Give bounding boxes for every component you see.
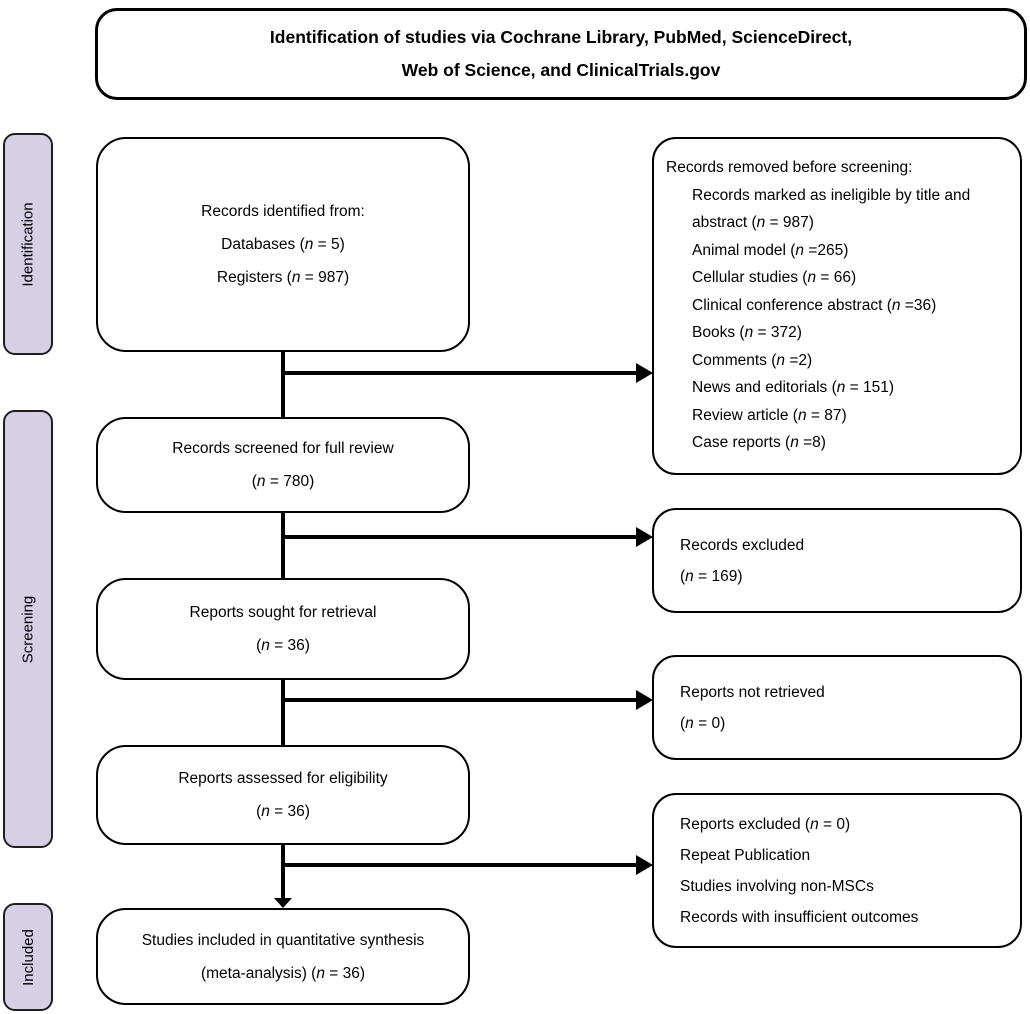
- box-line: Cellular studies (n = 66): [692, 269, 857, 286]
- box-line: Studies involving non-MSCs: [680, 877, 874, 895]
- box-line: Records identified from:: [201, 203, 365, 220]
- box-records-screened: Records screened for full review (n = 78…: [96, 417, 470, 513]
- box-line: (n = 0): [680, 714, 726, 732]
- arrow-right-icon: [636, 690, 653, 710]
- box-line: Review article (n = 87): [692, 406, 847, 424]
- box-line: Reports not retrieved: [680, 683, 825, 701]
- box-line: Clinical conference abstract (n =36): [692, 296, 937, 314]
- box-line: Records marked as ineligible by title an…: [692, 186, 971, 232]
- arrow-records-excluded: [283, 535, 636, 539]
- box-line: News and editorials (n = 151): [692, 379, 895, 396]
- arrow-records-removed: [283, 371, 636, 375]
- box-line: Reports assessed for eligibility: [178, 770, 388, 787]
- connector-line-4: [281, 843, 285, 901]
- box-reports-not-retrieved: Reports not retrieved (n = 0): [652, 655, 1022, 760]
- stage-label-screening: Screening: [19, 595, 37, 663]
- stage-label-included: Included: [19, 928, 37, 986]
- box-reports-assessed: Reports assessed for eligibility (n = 36…: [96, 745, 470, 845]
- connector-line-1: [281, 350, 285, 418]
- box-line: Case reports (n =8): [692, 434, 826, 451]
- box-line: Records removed before screening:: [666, 159, 913, 176]
- stage-bar-screening: Screening: [3, 410, 53, 848]
- box-records-excluded: Records excluded (n = 169): [652, 508, 1022, 613]
- arrow-right-icon: [636, 855, 653, 875]
- title-line-2: Web of Science, and ClinicalTrials.gov: [401, 60, 721, 80]
- stage-bar-identification: Identification: [3, 133, 53, 355]
- title-box: Identification of studies via Cochrane L…: [95, 8, 1027, 100]
- connector-line-3: [281, 678, 285, 746]
- box-line: Comments (n =2): [692, 351, 813, 369]
- box-reports-excluded: Reports excluded (n = 0) Repeat Publicat…: [652, 793, 1022, 948]
- box-line: Repeat Publication: [680, 846, 811, 864]
- box-line: Books (n = 372): [692, 324, 802, 341]
- box-records-removed: Records removed before screening: Record…: [652, 137, 1022, 475]
- box-studies-included: Studies included in quantitative synthes…: [96, 908, 470, 1005]
- box-records-identified: Records identified from: Databases (n = …: [96, 137, 470, 352]
- box-line: Reports excluded (n = 0): [680, 815, 851, 833]
- arrow-right-icon: [636, 527, 653, 547]
- title-line-1: Identification of studies via Cochrane L…: [269, 27, 853, 47]
- box-line: Animal model (n =265): [692, 241, 849, 259]
- box-line: Studies included in quantitative synthes…: [141, 931, 425, 949]
- box-line: Reports sought for retrieval: [189, 604, 377, 621]
- box-line: Records excluded: [680, 536, 805, 554]
- box-line: (n = 169): [680, 567, 743, 585]
- arrow-right-icon: [636, 363, 653, 383]
- arrow-down-icon: [274, 898, 292, 908]
- box-line: (n = 780): [251, 473, 315, 490]
- box-line: Databases (n = 5): [221, 236, 345, 253]
- box-line: (n = 36): [256, 637, 310, 654]
- box-line: Records with insufficient outcomes: [680, 908, 919, 926]
- stage-label-identification: Identification: [19, 201, 37, 287]
- box-reports-sought: Reports sought for retrieval (n = 36): [96, 578, 470, 680]
- box-line: Records screened for full review: [172, 440, 394, 457]
- connector-line-2: [281, 511, 285, 579]
- box-line: (n = 36): [256, 803, 310, 820]
- box-line: (meta-analysis) (n = 36): [200, 964, 366, 982]
- arrow-reports-excluded: [283, 863, 636, 867]
- box-line: Registers (n = 987): [216, 269, 350, 286]
- arrow-reports-not-retrieved: [283, 698, 636, 702]
- stage-bar-included: Included: [3, 903, 53, 1011]
